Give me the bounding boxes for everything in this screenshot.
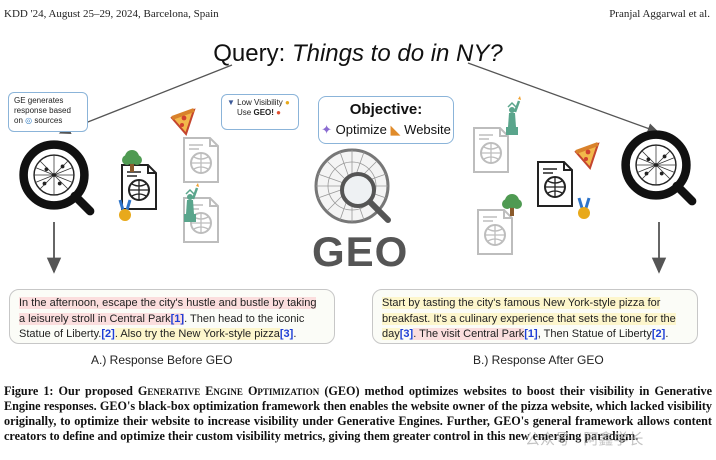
citation-2: [2]	[101, 328, 115, 340]
visibility-line1: Low Visibility	[237, 98, 283, 107]
objective-suffix: Website	[404, 122, 451, 137]
caption-text: (GEO) method optimizes websites to boost…	[4, 384, 713, 443]
document-globe-icon	[121, 164, 157, 210]
caption-label: Figure 1: Our proposed	[4, 384, 133, 398]
pizza-icon	[170, 108, 196, 136]
objective-title: Objective:	[349, 101, 423, 118]
watermark: 公众号 · 阿鑫学长	[525, 431, 644, 448]
citation-3: [3]	[399, 328, 414, 340]
objective-prefix: Optimize	[335, 122, 387, 137]
response-after-caption: B.) Response After GEO	[473, 353, 604, 367]
down-arrow-icon: ▼	[227, 98, 235, 107]
response-after-part2: . The visit Central Park	[413, 328, 525, 340]
objective-box: Objective: ✦ Optimize ◣ Website	[318, 96, 454, 144]
response-before-end: .	[293, 328, 297, 340]
document-globe-icon	[473, 127, 509, 173]
figure-caption: Figure 1: Our proposed Generative Engine…	[4, 384, 712, 444]
objective-line: ✦ Optimize ◣ Website	[319, 122, 453, 138]
visibility-line2-prefix: Use	[237, 108, 252, 117]
low-visibility-bubble: ▼ Low Visibility ● Use GEO! ●	[221, 94, 299, 130]
visibility-line2-bold: GEO!	[253, 108, 274, 117]
statue-of-liberty-icon	[504, 94, 523, 137]
ge-bubble-line1: GE generates	[14, 96, 64, 105]
query-prefix: Query:	[213, 40, 286, 67]
generative-engine-icon-right	[626, 135, 693, 202]
citation-1: [1]	[524, 328, 538, 340]
pizza-icon: ◣	[390, 122, 401, 137]
geo-label: GEO	[312, 228, 409, 275]
geo-globe-icon	[314, 148, 391, 224]
globe-icon: ◎	[25, 116, 33, 125]
sparkle-wand-icon: ✦	[321, 122, 332, 137]
citation-3: [3]	[279, 328, 294, 340]
response-before-box: In the afternoon, escape the city's hust…	[9, 289, 335, 344]
running-header-left: KDD '24, August 25–29, 2024, Barcelona, …	[4, 8, 219, 20]
citation-2: [2]	[651, 328, 666, 340]
medal-icon	[576, 196, 592, 221]
pizza-icon	[574, 142, 600, 170]
document-globe-icon	[477, 209, 513, 255]
response-before-caption: A.) Response Before GEO	[91, 353, 233, 367]
query-text: Things to do in NY?	[291, 40, 503, 67]
document-globe-icon	[183, 137, 219, 183]
running-header-right: Pranjal Aggarwal et al.	[609, 8, 710, 20]
response-after-end: .	[665, 328, 669, 340]
ge-bubble-line3: on	[14, 116, 23, 125]
caption-method: Generative Engine Optimization	[137, 384, 320, 398]
response-after-part3: , Then Statue of Liberty	[537, 328, 652, 340]
angry-face-icon: ●	[276, 108, 281, 117]
arrow-query-to-ge	[58, 64, 233, 135]
response-before-part3: . Also try the New York-style pizza	[114, 328, 280, 340]
arrow-query-to-ge-after	[467, 62, 660, 134]
response-before-part2: . Then head to the iconic Statue of Libe…	[19, 312, 305, 341]
query-title: Query: Things to do in NY?	[0, 40, 716, 68]
response-after-box: Start by tasting the city's famous New Y…	[372, 289, 698, 344]
generative-engine-icon-left	[24, 145, 91, 212]
sad-face-icon: ●	[285, 98, 290, 107]
ge-bubble-suffix: sources	[34, 116, 63, 125]
ge-bubble-line2: response based	[14, 106, 71, 115]
geo-figure	[0, 62, 716, 274]
ge-response-bubble: GE generates response based on ◎ sources	[8, 92, 88, 132]
citation-1: [1]	[170, 312, 185, 325]
document-globe-icon	[537, 161, 573, 207]
